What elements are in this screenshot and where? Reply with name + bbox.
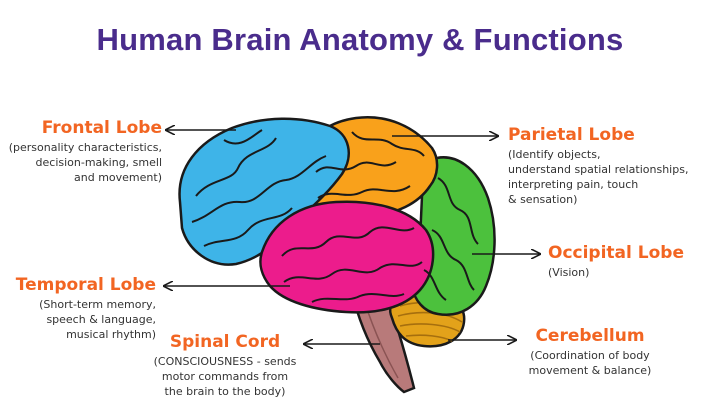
page-title: Human Brain Anatomy & Functions [96,22,624,57]
temporal-lobe-desc: (Short-term memory, speech & language, m… [39,298,156,341]
cerebellum-name: Cerebellum [535,326,645,346]
leader-arrows [164,130,540,344]
temporal-lobe-shape [259,200,435,314]
parietal-lobe-name: Parietal Lobe [508,125,635,145]
cerebellum-label: Cerebellum (Coordination of body movemen… [520,326,660,378]
temporal-lobe-label: Temporal Lobe (Short-term memory, speech… [4,275,156,342]
parietal-lobe-desc: (Identify objects, understand spatial re… [508,148,689,206]
frontal-lobe-name: Frontal Lobe [41,118,162,138]
spinal-cord-desc: (CONSCIOUSNESS - sends motor commands fr… [153,355,297,398]
spinal-cord-name: Spinal Cord [169,332,281,352]
frontal-lobe-label: Frontal Lobe (personality characteristic… [4,118,162,185]
temporal-gyri [281,226,423,303]
spinal-cord-label: Spinal Cord (CONSCIOUSNESS - sends motor… [150,332,300,399]
frontal-lobe-desc: (personality characteristics, decision-m… [8,141,162,184]
parietal-lobe-label: Parietal Lobe (Identify objects, underst… [508,125,718,207]
frontal-gyri [191,129,327,247]
occipital-gyri [423,177,479,301]
occipital-lobe-label: Occipital Lobe (Vision) [548,243,716,280]
occipital-lobe-desc: (Vision) [548,266,590,279]
cerebellum-desc: (Coordination of body movement & balance… [528,349,652,377]
parietal-gyri [315,131,425,199]
occipital-lobe-name: Occipital Lobe [548,243,684,263]
temporal-lobe-name: Temporal Lobe [15,275,156,295]
occipital-lobe-shape [410,156,496,316]
